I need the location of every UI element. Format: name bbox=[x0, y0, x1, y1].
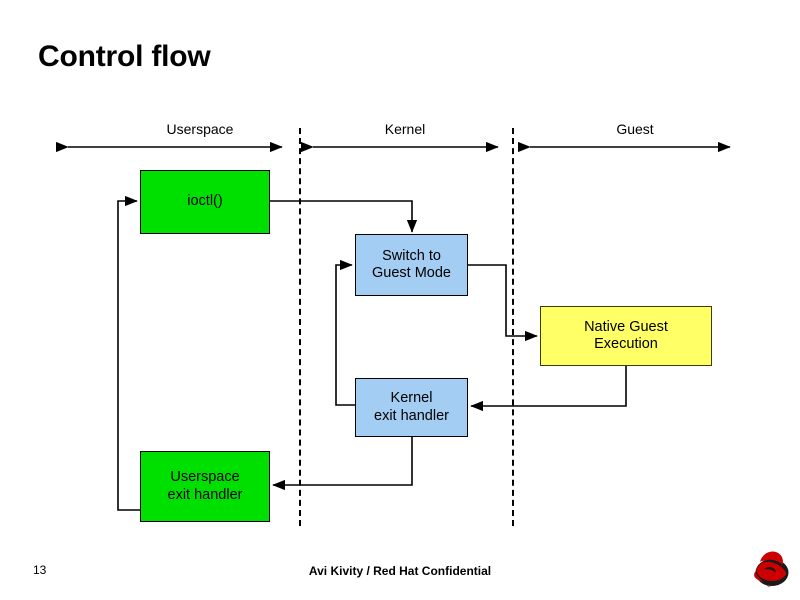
lane-divider-userspace-kernel bbox=[299, 128, 301, 526]
edge-ioctl-to-switch-guest-mode bbox=[270, 200, 418, 233]
edge-native-guest-execution-to-kernel-exit-handler bbox=[470, 366, 627, 412]
lane-divider-kernel-guest bbox=[512, 128, 514, 526]
edge-userspace-exit-handler-to-ioctl bbox=[117, 195, 140, 511]
node-ioctl[interactable]: ioctl() bbox=[140, 170, 270, 234]
edge-switch-guest-mode-to-native-guest-execution bbox=[468, 264, 538, 342]
lane-label-userspace: Userspace bbox=[166, 121, 234, 137]
lane-label-guest: Guest bbox=[616, 121, 654, 137]
node-ioctl-label: ioctl() bbox=[187, 193, 223, 210]
footer-confidential-text: Avi Kivity / Red Hat Confidential bbox=[308, 564, 492, 578]
lane-label-kernel: Kernel bbox=[384, 121, 426, 137]
edge-kernel-exit-handler-to-switch-guest-mode bbox=[335, 259, 355, 406]
page-title: Control flow bbox=[38, 40, 211, 73]
edge-kernel-exit-handler-to-userspace-exit-handler bbox=[272, 437, 413, 491]
red-hat-shadowman-logo-icon bbox=[754, 551, 789, 587]
footer-page-number: 13 bbox=[33, 563, 47, 577]
